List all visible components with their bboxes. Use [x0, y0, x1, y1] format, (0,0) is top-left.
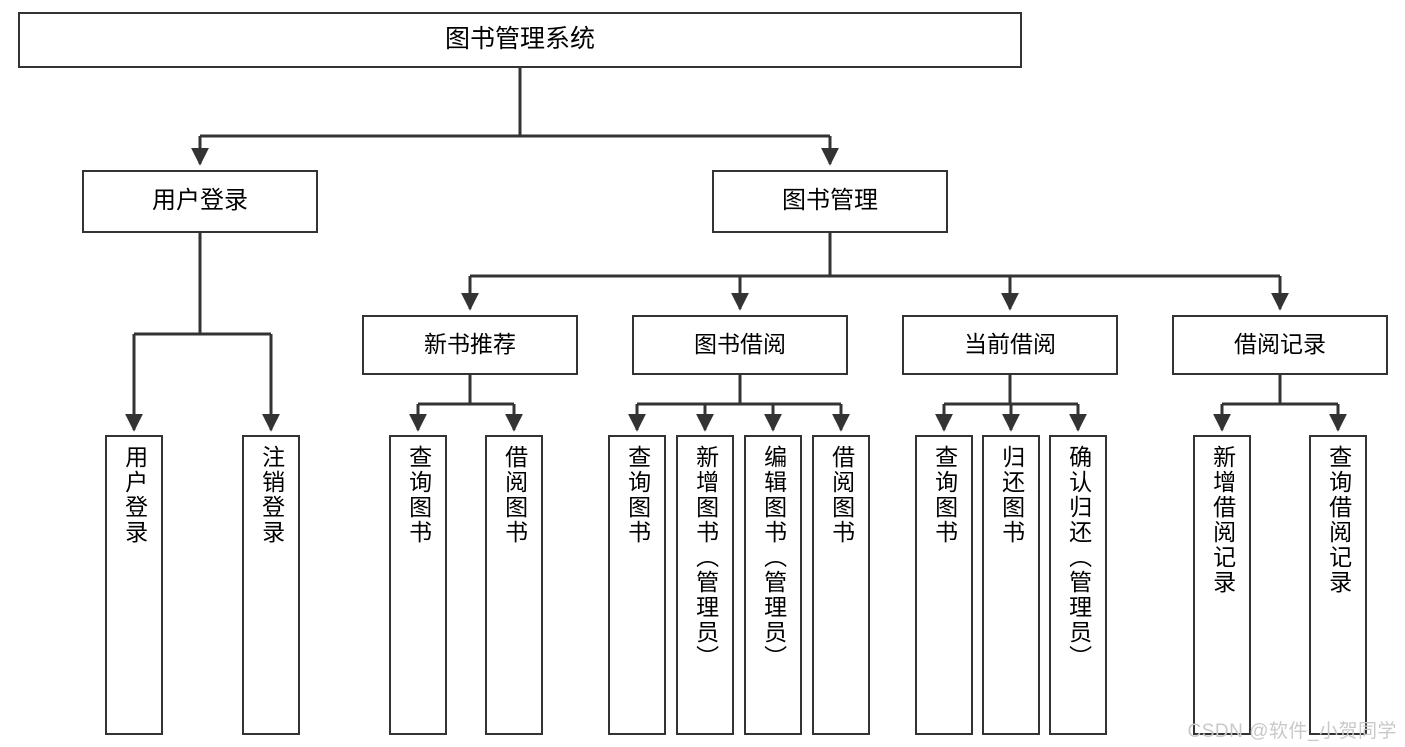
node-book-borrow[interactable]: 图书借阅 [632, 315, 848, 375]
leaf-confirm-return[interactable]: 确认归还（管理员） [1049, 435, 1107, 735]
leaf-add-record[interactable]: 新增借阅记录 [1193, 435, 1251, 735]
leaf-return-book[interactable]: 归还图书 [982, 435, 1040, 735]
leaf-edit-book[interactable]: 编辑图书（管理员） [744, 435, 802, 735]
watermark: CSDN @软件_小贺同学 [1187, 721, 1397, 742]
leaf-query-book-1-label: 查询图书 [405, 445, 432, 545]
leaf-edit-book-label: 编辑图书（管理员） [760, 445, 787, 670]
node-book-management[interactable]: 图书管理 [712, 170, 948, 233]
leaf-query-record[interactable]: 查询借阅记录 [1309, 435, 1367, 735]
node-book-borrow-label: 图书借阅 [694, 331, 786, 358]
node-new-book-recommend[interactable]: 新书推荐 [362, 315, 578, 375]
leaf-query-book-2[interactable]: 查询图书 [608, 435, 666, 735]
leaf-query-book-3-label: 查询图书 [931, 445, 958, 545]
node-book-management-label: 图书管理 [782, 187, 878, 215]
node-user-login[interactable]: 用户登录 [82, 170, 318, 233]
leaf-user-login[interactable]: 用户登录 [105, 435, 163, 735]
leaf-borrow-book-2[interactable]: 借阅图书 [812, 435, 870, 735]
leaf-query-record-label: 查询借阅记录 [1325, 445, 1352, 595]
leaf-add-book-label: 新增图书（管理员） [692, 445, 719, 670]
node-borrow-record[interactable]: 借阅记录 [1172, 315, 1388, 375]
leaf-query-book-3[interactable]: 查询图书 [915, 435, 973, 735]
leaf-user-login-label: 用户登录 [121, 445, 148, 545]
leaf-query-book-2-label: 查询图书 [624, 445, 651, 545]
leaf-logout-login-label: 注销登录 [258, 445, 285, 545]
leaf-borrow-book-1[interactable]: 借阅图书 [485, 435, 543, 735]
node-root[interactable]: 图书管理系统 [18, 12, 1022, 68]
node-user-login-label: 用户登录 [152, 187, 248, 215]
leaf-borrow-book-2-label: 借阅图书 [828, 445, 855, 545]
node-current-borrow-label: 当前借阅 [964, 331, 1056, 358]
leaf-confirm-return-label: 确认归还（管理员） [1065, 445, 1092, 670]
leaf-add-book[interactable]: 新增图书（管理员） [676, 435, 734, 735]
leaf-add-record-label: 新增借阅记录 [1209, 445, 1236, 595]
node-borrow-record-label: 借阅记录 [1234, 331, 1326, 358]
leaf-query-book-1[interactable]: 查询图书 [389, 435, 447, 735]
node-current-borrow[interactable]: 当前借阅 [902, 315, 1118, 375]
node-root-label: 图书管理系统 [444, 25, 595, 54]
leaf-logout-login[interactable]: 注销登录 [242, 435, 300, 735]
node-new-book-recommend-label: 新书推荐 [424, 331, 516, 358]
leaf-borrow-book-1-label: 借阅图书 [501, 445, 528, 545]
leaf-return-book-label: 归还图书 [998, 445, 1025, 545]
